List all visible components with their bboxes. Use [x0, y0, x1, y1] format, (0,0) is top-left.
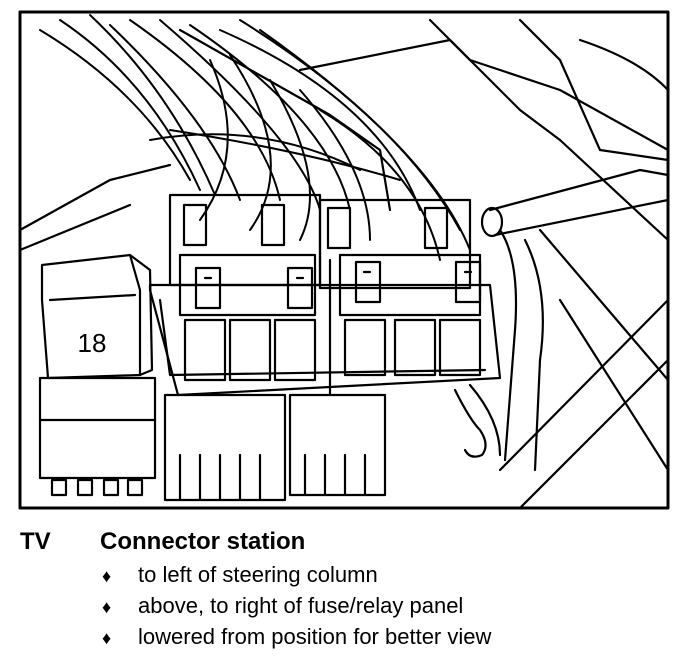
list-item: ♦ to left of steering column: [102, 560, 491, 591]
note-text: to left of steering column: [138, 562, 378, 587]
bullet-diamond-icon: ♦: [102, 566, 112, 586]
list-item: ♦ lowered from position for better view: [102, 622, 491, 653]
fuse-box-number: 18: [78, 328, 107, 358]
connector-block-left: [163, 193, 322, 502]
connector-block-right: [288, 198, 482, 497]
note-text: lowered from position for better view: [138, 624, 492, 649]
wire-bundle: [39, 14, 471, 261]
steering-column-tube: [480, 168, 670, 472]
bullet-diamond-icon: ♦: [102, 597, 112, 617]
note-text: above, to right of fuse/relay panel: [138, 593, 464, 618]
fuse-relay-box: [38, 253, 157, 497]
location-notes: ♦ to left of steering column ♦ above, to r…: [102, 560, 491, 653]
connector-station-illustration: 18: [18, 10, 670, 510]
connector-code: TV: [20, 528, 51, 555]
caption-title: Connector station: [100, 528, 306, 555]
figure-frame: [18, 10, 670, 510]
bullet-diamond-icon: ♦: [102, 628, 112, 648]
mounting-bracket: [453, 383, 502, 458]
dashboard-panel: [18, 18, 670, 510]
caption: TV Connector station ♦ to left of steerin…: [0, 520, 688, 668]
list-item: ♦ above, to right of fuse/relay panel: [102, 591, 491, 622]
